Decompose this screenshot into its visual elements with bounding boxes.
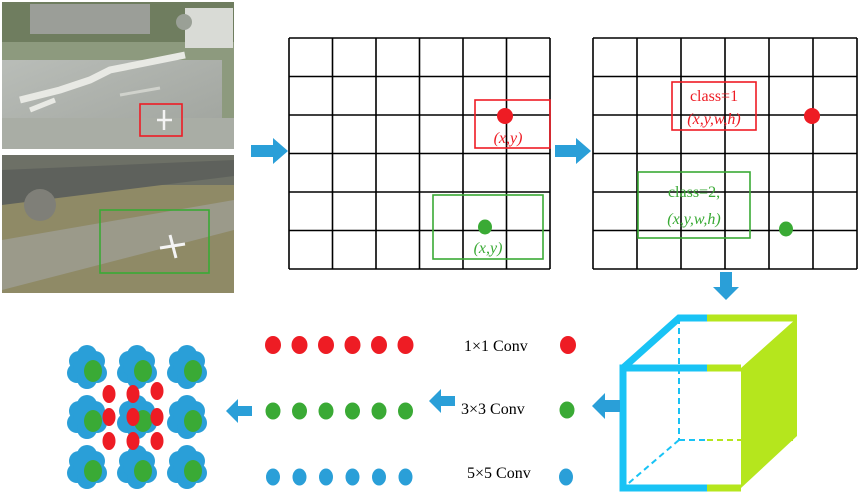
grid2-green-box (637, 171, 751, 239)
green-core (84, 410, 102, 432)
red-detection-box (139, 103, 183, 137)
red-dot (102, 432, 116, 450)
conv-row-1-dot (291, 336, 308, 354)
grid2-red-class-label: class=1 (690, 88, 738, 105)
conv-row-3-dot (372, 468, 386, 486)
conv-dot-rows (265, 336, 414, 486)
left-arrow-icon (429, 389, 455, 413)
conv-row-2-dot (265, 402, 281, 420)
red-dot (150, 382, 164, 400)
red-dot (102, 385, 116, 403)
green-core (134, 360, 152, 382)
green-detection-box (99, 209, 210, 274)
grid-2 (592, 37, 858, 270)
feature-cube (619, 314, 797, 492)
conv-row-3-dot (398, 468, 413, 486)
grid1-red-center (497, 108, 513, 124)
red-dot (126, 408, 140, 426)
airport-aerial-image (2, 2, 234, 149)
down-arrow-icon (713, 272, 739, 300)
conv-row-1-dot (371, 336, 387, 354)
grid2-green-center (779, 221, 793, 237)
grid2-green-coords-label: (x,y,w,h) (667, 211, 720, 228)
red-dot (126, 432, 140, 450)
green-core (184, 460, 202, 482)
grid2-green-class-label: class=2, (668, 184, 720, 201)
grid-1 (288, 37, 551, 270)
conv-row-3-dot (266, 468, 280, 486)
conv-3x3-legend-dot (559, 401, 575, 419)
green-core (134, 460, 152, 482)
grid2-red-center (804, 108, 820, 124)
red-dot (150, 408, 164, 426)
conv-row-2-dot (398, 402, 413, 420)
green-core (84, 460, 102, 482)
red-dot (126, 385, 140, 403)
grid2-red-box (671, 81, 757, 131)
conv-row-3-dot (292, 468, 307, 486)
conv-row-2-dot (318, 402, 334, 420)
green-core (84, 360, 102, 382)
conv-3x3-label: 3×3 Conv (461, 401, 525, 418)
grid2-red-coords-label: (x,y,w,h) (687, 111, 740, 128)
airfield-aerial-image (2, 155, 234, 293)
red-dot (102, 408, 116, 426)
conv-1x1-legend-dot (560, 336, 576, 354)
grid1-red-label: (x,y) (494, 130, 523, 147)
red-dot (150, 432, 164, 450)
green-core (184, 360, 202, 382)
conv-row-2-dot (371, 402, 387, 420)
grid1-green-box (432, 194, 544, 260)
grid1-green-label: (x,y) (474, 240, 503, 257)
grid1-green-center (478, 219, 492, 235)
conv-5x5-legend-dot (559, 468, 573, 486)
conv-row-1-dot (318, 336, 334, 354)
left-arrow-icon (226, 399, 252, 423)
conv-row-2-dot (345, 402, 360, 420)
conv-row-2-dot (292, 402, 307, 420)
conv-row-1-dot (397, 336, 414, 354)
conv-1x1-label: 1×1 Conv (464, 338, 528, 355)
left-arrow-icon (592, 393, 620, 419)
conv-row-3-dot (319, 468, 333, 486)
grid1-red-box (474, 99, 551, 149)
conv-row-1-dot (344, 336, 361, 354)
conv-row-3-dot (345, 468, 360, 486)
conv-5x5-label: 5×5 Conv (467, 465, 531, 482)
multi-scale-feature-cluster (67, 345, 207, 489)
green-core (184, 410, 202, 432)
conv-row-1-dot (265, 336, 281, 354)
right-arrow-icon (555, 138, 591, 164)
right-arrow-icon (251, 138, 288, 164)
